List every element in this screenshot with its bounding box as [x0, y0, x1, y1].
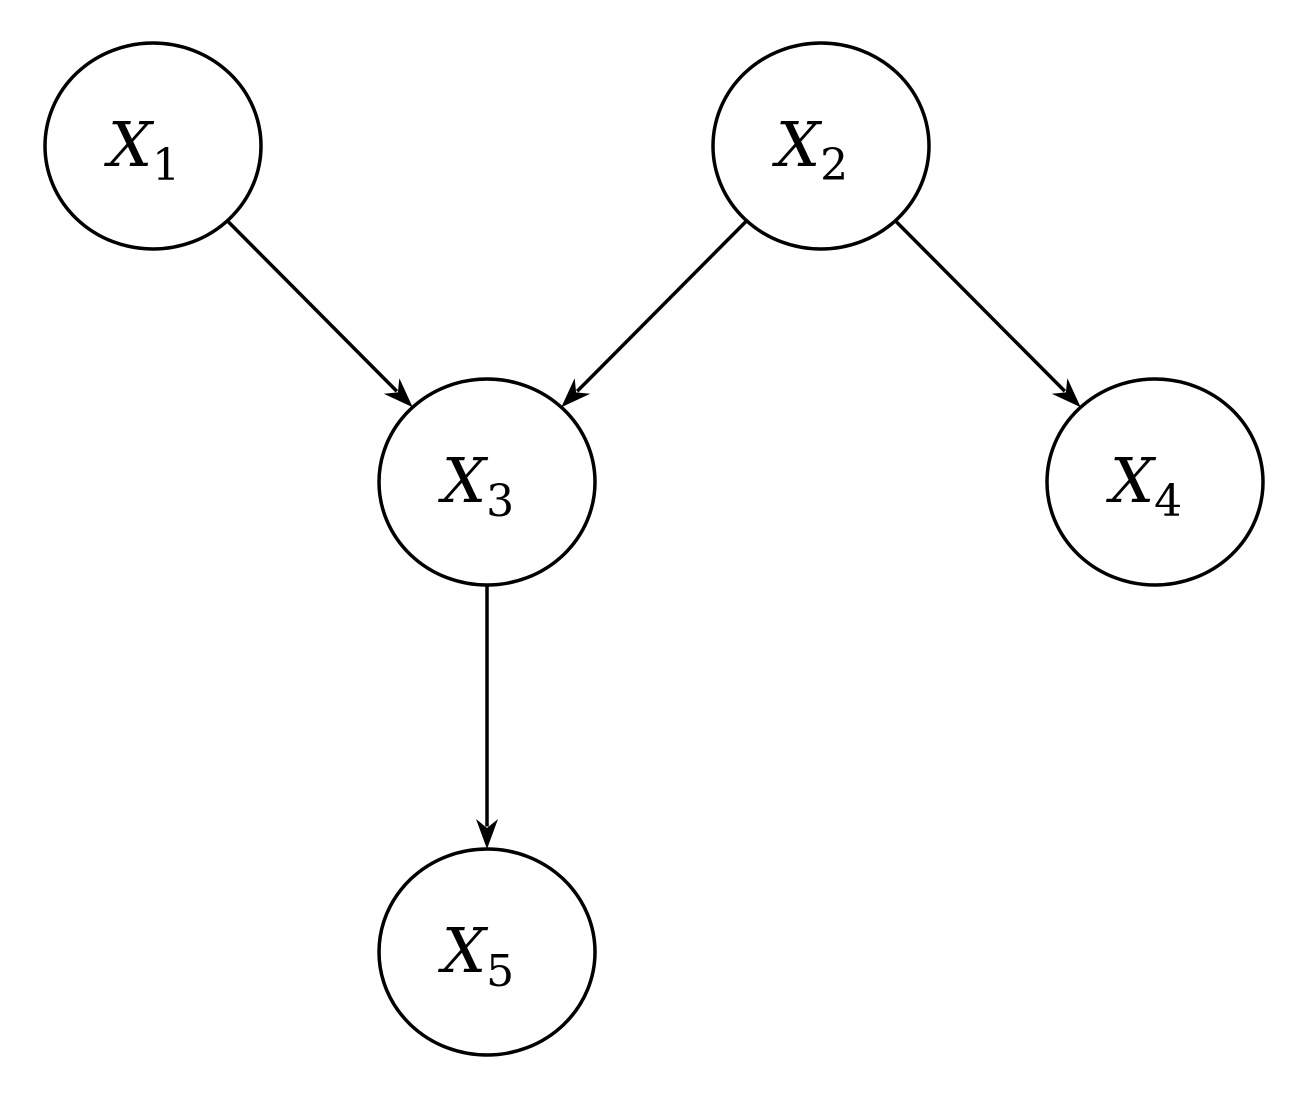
edge-line	[226, 219, 399, 393]
node-x4-label: X4	[1106, 444, 1182, 527]
arrow-head	[476, 819, 498, 849]
arrow-head	[1051, 378, 1081, 408]
node-x5-label: X5	[438, 914, 514, 997]
node-x1-label: X1	[104, 108, 180, 191]
node-x1: X1	[43, 41, 263, 251]
edge-line	[894, 219, 1067, 393]
edge-line	[575, 219, 748, 393]
node-x5-circle	[377, 847, 597, 1057]
node-x1-subscript: 1	[152, 140, 180, 191]
node-x4-variable: X	[1106, 444, 1157, 517]
node-x2-circle	[711, 41, 931, 251]
node-x5: X5	[377, 847, 597, 1057]
edge-x3-to-x5	[476, 585, 498, 849]
node-x3-subscript: 3	[486, 476, 514, 527]
node-x4-subscript: 4	[1154, 476, 1182, 527]
edge-x2-to-x3	[561, 219, 748, 408]
node-x5-subscript: 5	[486, 946, 514, 997]
node-x5-variable: X	[438, 914, 489, 987]
node-x3-circle	[377, 377, 597, 587]
nodes: X1 X2 X3 X4 X5	[43, 41, 1265, 1057]
node-x3-label: X3	[438, 444, 514, 527]
arrow-head	[383, 378, 413, 408]
node-x1-circle	[43, 41, 263, 251]
node-x2-subscript: 2	[820, 140, 848, 191]
arrow-head	[561, 378, 591, 408]
node-x4-circle	[1045, 377, 1265, 587]
node-x2-label: X2	[772, 108, 848, 191]
edge-x1-to-x3	[226, 219, 413, 408]
node-x1-variable: X	[104, 108, 155, 181]
edges	[226, 219, 1081, 849]
node-x4: X4	[1045, 377, 1265, 587]
node-x2: X2	[711, 41, 931, 251]
node-x3-variable: X	[438, 444, 489, 517]
edge-x2-to-x4	[894, 219, 1081, 408]
node-x3: X3	[377, 377, 597, 587]
node-x2-variable: X	[772, 108, 823, 181]
